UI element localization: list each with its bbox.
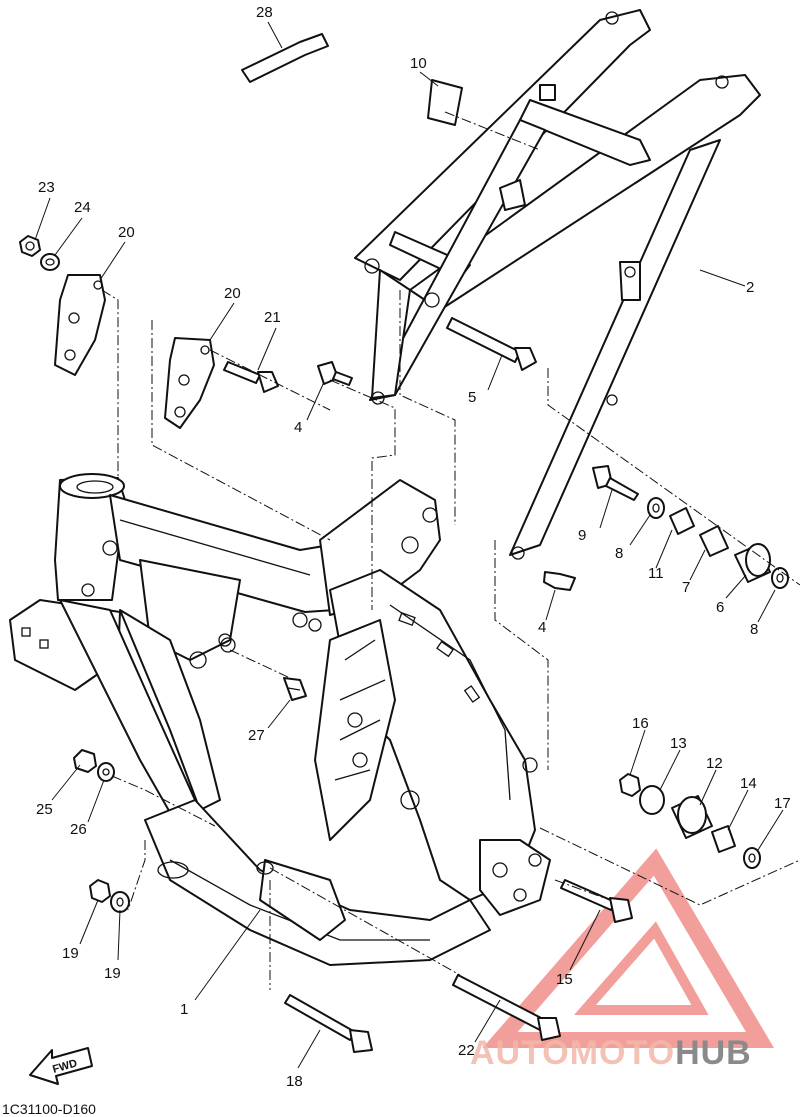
callout-labels: 28 10 23 24 20 20 21 4 5 2 9 8 11 7 6 8 … [36,4,791,1090]
part-5-bolt [446,317,537,371]
callout-21: 21 [264,309,281,326]
part-25-nut [73,749,97,773]
callout-8-a: 8 [615,545,623,562]
callout-8-b: 8 [750,621,758,638]
callout-18: 19 [62,945,79,962]
callout-26: 26 [70,821,87,838]
part-22-nut [19,235,41,257]
assembly-lines [101,111,800,990]
part-13-collar [711,825,736,853]
part-28-clamp [241,33,329,83]
main-frame [9,473,551,966]
callout-14: 15 [556,971,573,988]
part-3-damper [427,79,463,126]
part-8-washer-b [771,567,789,589]
callout-28: 28 [256,4,273,21]
callout-7: 7 [682,579,690,596]
part-16-washer [743,847,761,869]
part-4-bolt-lower [543,571,576,591]
part-4-bolt-upper [317,361,353,386]
leader-lines [34,21,784,1069]
part-19-washer [110,891,130,913]
part-21-bolt [223,361,279,393]
fwd-arrow: FWD [29,1047,93,1085]
watermark-triangle-logo [482,848,775,1048]
part-8-washer-a [647,497,665,519]
part-6-bushing [734,543,771,583]
part-9-collar [669,507,695,535]
part-20-bracket-mid [164,337,215,429]
callout-17: 18 [286,1073,303,1090]
part-12-collar [639,785,665,815]
callout-15: 16 [632,715,649,732]
part-27-bolt [283,677,307,701]
callout-27: 27 [248,727,265,744]
callout-2: 2 [746,279,754,296]
callout-4-lower: 4 [538,619,546,636]
watermark-prefix: AUTOMOTO [470,1034,675,1072]
callout-4-upper: 4 [294,419,302,436]
part-14-bolt [560,879,633,923]
part-7-collar [699,525,729,557]
part-15-nut [619,773,641,797]
callout-6: 6 [716,599,724,616]
callout-24: 22 [458,1042,475,1059]
part-11-bushing [671,795,713,839]
part-20-bracket-left [54,274,106,376]
svg-text:AUTOMOTOHUB: AUTOMOTOHUB [470,1034,752,1072]
callout-1: 1 [180,1001,188,1018]
part-18-nut [89,879,111,903]
callout-13: 14 [740,775,757,792]
callout-19: 19 [104,965,121,982]
callout-9: 11 [648,565,664,582]
watermark-text: AUTOMOTOHUB [470,1034,752,1072]
part-17-bolt [284,994,373,1053]
callout-5: 5 [468,389,476,406]
callout-25: 25 [36,801,53,818]
callout-20-left: 20 [118,224,135,241]
callout-3: 10 [410,55,427,72]
callout-12: 13 [670,735,687,752]
callout-10: 9 [578,527,586,544]
callout-22: 23 [38,179,55,196]
callout-23: 24 [74,199,91,216]
part-26-washer [97,762,115,782]
callout-16: 17 [774,795,791,812]
callout-11: 12 [706,755,723,772]
part-23-washer [40,253,60,271]
sub-frame [354,9,761,560]
watermark-suffix: HUB [675,1034,752,1072]
part-10-bolt [592,465,639,501]
diagram-code: 1C31100-D160 [2,1101,96,1117]
callout-20-mid: 20 [224,285,241,302]
